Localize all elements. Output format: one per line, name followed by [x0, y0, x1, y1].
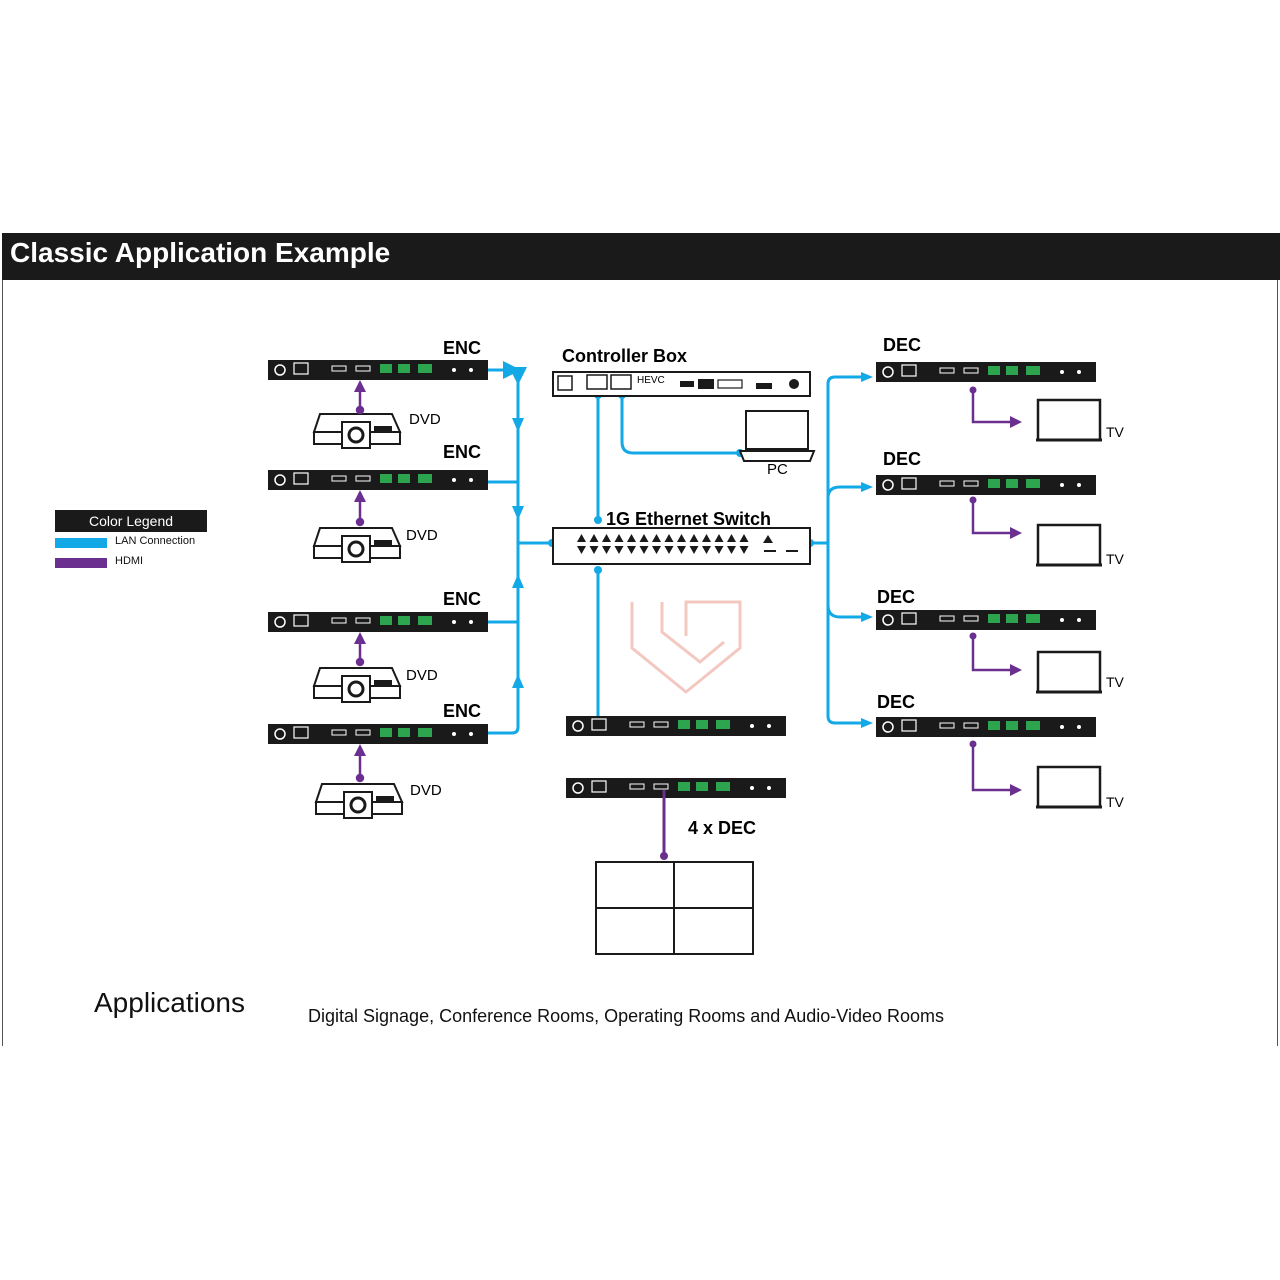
tv-4	[1034, 765, 1104, 809]
tv-label-2: TV	[1106, 551, 1125, 567]
applications-heading: Applications	[94, 987, 245, 1018]
switch-port-bottom	[589, 546, 599, 554]
switch-port-top	[702, 534, 711, 542]
switch-port-bottom	[627, 546, 636, 554]
switch-port-top	[677, 534, 686, 542]
legend-item-lan: LAN Connection	[55, 534, 207, 552]
switch-port-bottom	[577, 546, 586, 554]
switch-port-bottom	[727, 546, 736, 554]
decoder-box-1	[875, 361, 1097, 383]
tv-label-3: TV	[1106, 674, 1125, 690]
lan-enc1	[488, 360, 527, 728]
decoder-box-4	[875, 716, 1097, 738]
hdmi-tv-links	[971, 390, 1012, 792]
switch-port-bottom	[689, 546, 699, 554]
dvd-label-3: DVD	[406, 667, 438, 684]
lan-dec2	[826, 485, 868, 499]
legend-heading: Color Legend	[55, 510, 207, 532]
applications-text: Digital Signage, Conference Rooms, Opera…	[308, 1006, 945, 1026]
videowall-label: 4 x DEC	[688, 818, 756, 838]
pc-label: PC	[767, 461, 788, 478]
switch-port-top	[627, 534, 636, 542]
dec-label-3: DEC	[877, 587, 915, 607]
lan-swatch	[55, 538, 107, 548]
hdmi-swatch	[55, 558, 107, 568]
switch-port-bottom	[702, 546, 711, 554]
encoder-box-2	[267, 469, 489, 491]
switch-port-bottom	[739, 546, 749, 554]
dvd-label-4: DVD	[410, 782, 442, 799]
controller-box	[552, 371, 811, 397]
dec-label-4: DEC	[877, 692, 915, 712]
color-legend: Color Legend LAN Connection HDMI	[55, 510, 207, 572]
lan-controller-pc	[620, 395, 740, 455]
hevc-label: HEVC	[637, 375, 665, 386]
dec-label-2: DEC	[883, 449, 921, 469]
switch-port-top	[639, 534, 649, 542]
wall-decoder-box-1	[565, 715, 787, 737]
encoder-box-1	[267, 359, 489, 381]
wall-decoder-box-2	[565, 777, 787, 799]
dvd-player-2	[312, 526, 402, 564]
switch-port-bottom	[652, 546, 661, 554]
switch-port-top	[589, 534, 599, 542]
enc-label-2: ENC	[443, 442, 481, 462]
hdmi-wall-link	[660, 790, 668, 860]
tv-1	[1034, 398, 1104, 442]
hdmi-dvd-links	[354, 380, 366, 783]
encoder-box-4	[267, 723, 489, 745]
video-wall	[595, 861, 754, 955]
lan-arrows	[512, 372, 873, 728]
switch-port-bottom	[639, 546, 649, 554]
lan-dec3	[826, 604, 868, 619]
dvd-label-1: DVD	[409, 411, 441, 428]
tv-label-4: TV	[1106, 794, 1125, 810]
switch-port-top	[739, 534, 749, 542]
dec-label-1: DEC	[883, 335, 921, 355]
decoder-box-3	[875, 609, 1097, 631]
switch-port-top	[689, 534, 699, 542]
pc-laptop	[738, 410, 816, 462]
switch-port-top	[602, 534, 611, 542]
lan-enc4	[488, 726, 520, 735]
switch-port-top	[614, 534, 624, 542]
controller-label: Controller Box	[562, 346, 687, 366]
switch-label: 1G Ethernet Switch	[606, 509, 771, 529]
enc-label-3: ENC	[443, 589, 481, 609]
legend-item-hdmi: HDMI	[55, 554, 207, 572]
ethernet-switch	[552, 527, 811, 565]
dvd-player-3	[312, 666, 402, 704]
legend-label-hdmi: HDMI	[115, 555, 144, 567]
diagram-frame	[2, 280, 1278, 1046]
page-title: Classic Application Example	[10, 237, 391, 268]
switch-port-top	[577, 534, 586, 542]
switch-port-bottom	[714, 546, 724, 554]
dvd-player-1	[312, 412, 402, 450]
dvd-player-4	[314, 782, 404, 820]
switch-port-bottom	[614, 546, 624, 554]
encoder-box-3	[267, 611, 489, 633]
switch-port-top	[727, 534, 736, 542]
lan-dec-trunk	[826, 375, 868, 725]
lan-connections	[488, 360, 868, 735]
tv-label-1: TV	[1106, 424, 1125, 440]
tv-3	[1034, 650, 1104, 694]
enc-label-1: ENC	[443, 338, 481, 358]
legend-label-lan: LAN Connection	[115, 535, 196, 547]
switch-port-top	[714, 534, 724, 542]
switch-port-bottom	[602, 546, 611, 554]
hdmi-tv-arrows	[969, 386, 1022, 796]
switch-port-top	[652, 534, 661, 542]
title-bar: Classic Application Example	[2, 233, 1280, 280]
enc-label-4: ENC	[443, 701, 481, 721]
switch-port-bottom	[664, 546, 674, 554]
decoder-box-2	[875, 474, 1097, 496]
tv-2	[1034, 523, 1104, 567]
switch-port-top	[664, 534, 674, 542]
watermark-logo	[630, 600, 742, 694]
dvd-label-2: DVD	[406, 527, 438, 544]
switch-port-bottom	[677, 546, 686, 554]
